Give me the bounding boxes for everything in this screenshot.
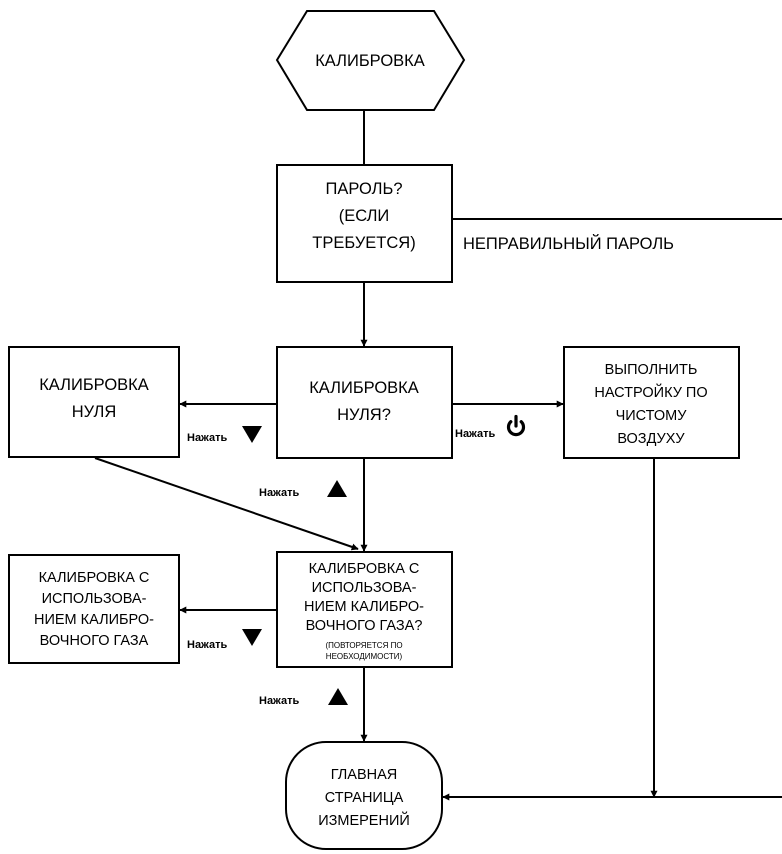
node-zero-question-line: КАЛИБРОВКА [309, 379, 419, 397]
node-span-cal-line: КАЛИБРОВКА С [39, 570, 150, 586]
press-label: Нажать [455, 428, 495, 440]
node-zero-cal-line: НУЛЯ [72, 403, 117, 421]
node-password: ПАРОЛЬ? (ЕСЛИ ТРЕБУЕТСЯ) [276, 164, 453, 283]
node-main-page-line: ИЗМЕРЕНИЙ [318, 811, 410, 829]
power-icon [506, 414, 526, 437]
node-password-line: (ЕСЛИ [339, 207, 390, 225]
press-up-span: Нажать [259, 688, 348, 707]
up-triangle-icon [328, 688, 348, 705]
node-span-question-line: ВОЧНОГО ГАЗА? [306, 618, 423, 634]
press-up-zero: Нажать [259, 480, 347, 499]
node-zero-question-line: НУЛЯ? [337, 406, 391, 424]
press-power-freshair: Нажать [455, 414, 526, 440]
node-start-label: КАЛИБРОВКА [315, 52, 425, 70]
node-fresh-air-line: ЧИСТОМУ [616, 408, 688, 424]
press-label: Нажать [187, 639, 227, 651]
node-main-page-line: СТРАНИЦА [325, 790, 404, 806]
node-span-question-note: (ПОВТОРЯЕТСЯ ПО [325, 641, 402, 650]
node-fresh-air: ВЫПОЛНИТЬ НАСТРОЙКУ ПО ЧИСТОМУ ВОЗДУХУ [563, 346, 740, 459]
node-password-line: ТРЕБУЕТСЯ) [312, 234, 415, 252]
node-span-question-line: КАЛИБРОВКА С [309, 561, 420, 577]
wrong-password-label: НЕПРАВИЛЬНЫЙ ПАРОЛЬ [463, 234, 674, 253]
node-span-cal-line: ВОЧНОГО ГАЗА [40, 633, 149, 649]
node-zero-question: КАЛИБРОВКА НУЛЯ? [276, 346, 453, 459]
node-fresh-air-line: НАСТРОЙКУ ПО [594, 383, 707, 401]
node-zero-cal: КАЛИБРОВКА НУЛЯ [8, 346, 180, 458]
node-span-cal-line: НИЕМ КАЛИБРО- [34, 612, 154, 628]
press-label: Нажать [187, 432, 227, 444]
node-span-cal: КАЛИБРОВКА С ИСПОЛЬЗОВА- НИЕМ КАЛИБРО- В… [8, 554, 180, 664]
down-triangle-icon [242, 426, 262, 443]
node-fresh-air-line: ВОЗДУХУ [617, 431, 685, 447]
edge-zerocal-to-span [94, 457, 359, 551]
node-fresh-air-line: ВЫПОЛНИТЬ [605, 362, 698, 378]
node-main-page: ГЛАВНАЯ СТРАНИЦА ИЗМЕРЕНИЙ [285, 741, 443, 850]
node-main-page-line: ГЛАВНАЯ [331, 767, 398, 783]
node-password-line: ПАРОЛЬ? [326, 180, 403, 198]
press-down-zero: Нажать [187, 426, 262, 444]
node-span-cal-line: ИСПОЛЬЗОВА- [42, 591, 147, 607]
node-span-question: КАЛИБРОВКА С ИСПОЛЬЗОВА- НИЕМ КАЛИБРО- В… [276, 551, 453, 668]
up-triangle-icon [327, 480, 347, 497]
node-start: КАЛИБРОВКА [275, 10, 466, 111]
node-zero-cal-line: КАЛИБРОВКА [39, 376, 149, 394]
press-down-span: Нажать [187, 629, 262, 651]
node-span-question-line: НИЕМ КАЛИБРО- [304, 599, 424, 615]
node-span-question-line: ИСПОЛЬЗОВА- [312, 580, 417, 596]
press-label: Нажать [259, 695, 299, 707]
connectors [94, 111, 782, 801]
down-triangle-icon [242, 629, 262, 646]
node-span-question-note: НЕОБХОДИМОСТИ) [326, 652, 403, 661]
press-label: Нажать [259, 487, 299, 499]
